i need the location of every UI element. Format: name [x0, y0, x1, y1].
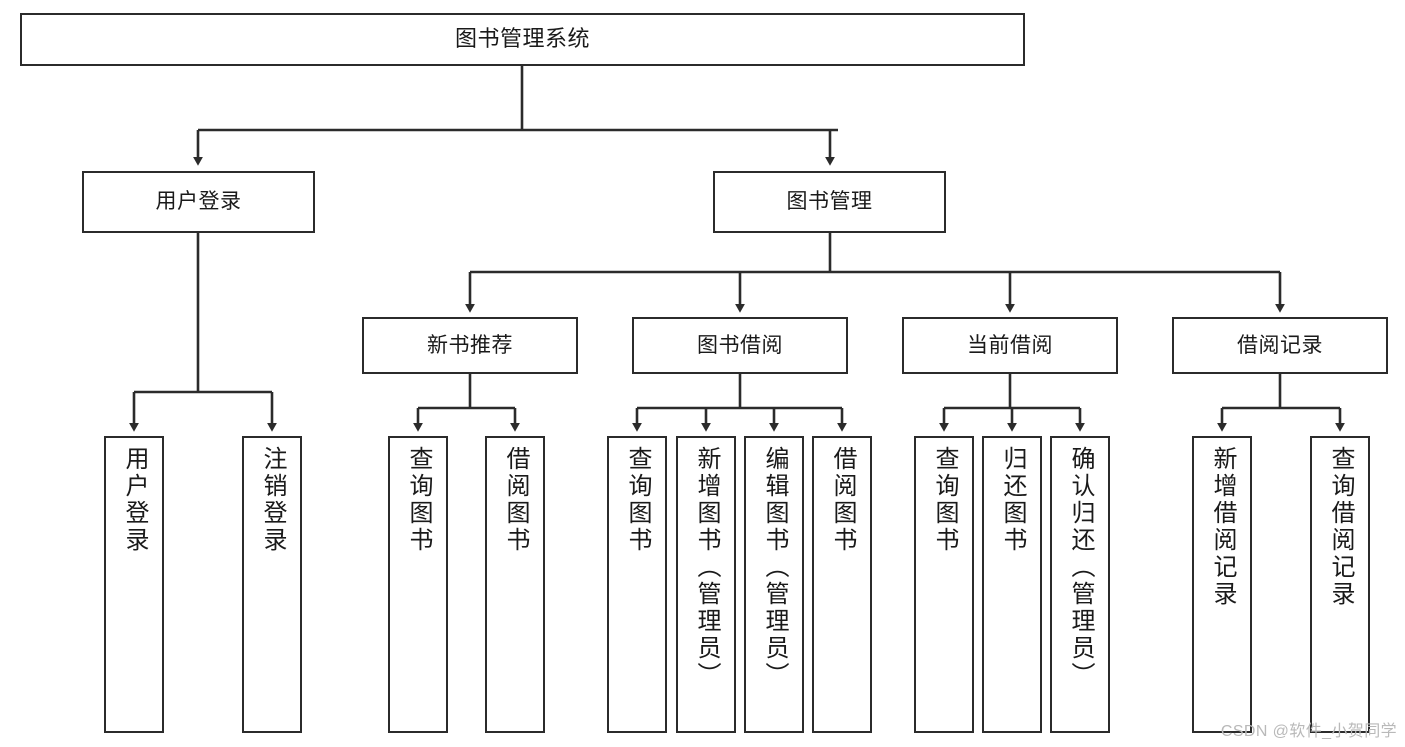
- node-root-system[interactable]: 图书管理系统: [20, 13, 1025, 66]
- leaf-new-book-query[interactable]: 查询图书: [388, 436, 448, 733]
- node-label: 图书管理: [786, 190, 873, 214]
- node-label: 查询图书: [931, 446, 958, 554]
- leaf-new-book-borrow[interactable]: 借阅图书: [485, 436, 545, 733]
- leaf-book-borrow-lend[interactable]: 借阅图书: [812, 436, 872, 733]
- leaf-current-borrow-return[interactable]: 归还图书: [982, 436, 1042, 733]
- leaf-current-borrow-query[interactable]: 查询图书: [914, 436, 974, 733]
- node-label: 查询图书: [624, 446, 651, 554]
- node-current-borrow[interactable]: 当前借阅: [902, 317, 1118, 374]
- leaf-book-borrow-query[interactable]: 查询图书: [607, 436, 667, 733]
- leaf-book-borrow-edit[interactable]: 编辑图书（管理员）: [744, 436, 804, 733]
- leaf-borrow-record-query[interactable]: 查询借阅记录: [1310, 436, 1370, 733]
- node-label: 新增借阅记录: [1209, 446, 1236, 608]
- csdn-watermark: CSDN @软件_小贺同学: [1220, 723, 1397, 740]
- node-borrow-record[interactable]: 借阅记录: [1172, 317, 1388, 374]
- leaf-user-login-signout[interactable]: 注销登录: [242, 436, 302, 733]
- node-label: 用户登录: [155, 190, 242, 214]
- node-label: 借阅记录: [1237, 333, 1323, 357]
- node-label: 新增图书（管理员）: [693, 446, 720, 689]
- node-label: 新书推荐: [427, 333, 513, 357]
- node-label: 图书借阅: [697, 333, 783, 357]
- node-label: 归还图书: [999, 446, 1026, 554]
- node-book-borrow[interactable]: 图书借阅: [632, 317, 848, 374]
- leaf-current-borrow-confirm-return[interactable]: 确认归还（管理员）: [1050, 436, 1110, 733]
- node-label: 编辑图书（管理员）: [761, 446, 788, 689]
- node-label: 借阅图书: [502, 446, 529, 554]
- leaf-borrow-record-add[interactable]: 新增借阅记录: [1192, 436, 1252, 733]
- node-new-book-recommend[interactable]: 新书推荐: [362, 317, 578, 374]
- node-label: 确认归还（管理员）: [1067, 446, 1094, 689]
- node-user-login[interactable]: 用户登录: [82, 171, 315, 233]
- node-label: 当前借阅: [967, 333, 1053, 357]
- node-label: 图书管理系统: [454, 26, 590, 52]
- node-label: 查询借阅记录: [1327, 446, 1354, 608]
- node-label: 用户登录: [121, 446, 148, 554]
- leaf-book-borrow-add[interactable]: 新增图书（管理员）: [676, 436, 736, 733]
- node-label: 查询图书: [405, 446, 432, 554]
- node-label: 注销登录: [259, 446, 286, 554]
- leaf-user-login-signin[interactable]: 用户登录: [104, 436, 164, 733]
- node-book-management[interactable]: 图书管理: [713, 171, 946, 233]
- node-label: 借阅图书: [829, 446, 856, 554]
